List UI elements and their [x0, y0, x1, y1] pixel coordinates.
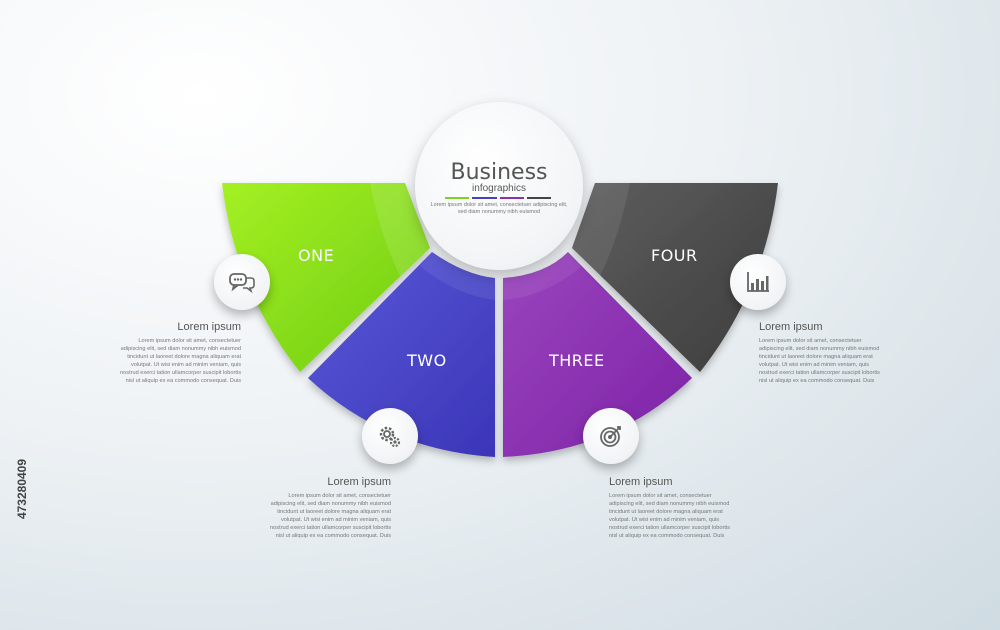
text-block-one-body: Lorem ipsum dolor sit amet, consectetuer…: [120, 338, 241, 384]
color-bar-three: [499, 197, 524, 199]
icon-circle-two: [362, 408, 418, 464]
text-block-two-body: Lorem ipsum dolor sit amet, consectetuer…: [270, 493, 391, 539]
text-block-two: Lorem ipsum Lorem ipsum dolor sit amet, …: [266, 476, 391, 540]
text-block-three: Lorem ipsum Lorem ipsum dolor sit amet, …: [609, 476, 734, 540]
segment-two: [308, 252, 495, 457]
color-bar-one: [445, 197, 470, 199]
stock-watermark-id: 473280409: [14, 374, 30, 604]
chat-bubbles-icon: [229, 273, 255, 293]
gears-icon: [379, 426, 401, 448]
text-block-one: Lorem ipsum Lorem ipsum dolor sit amet, …: [116, 321, 241, 385]
segment-four-label: FOUR: [651, 246, 698, 265]
target-icon: [600, 426, 621, 447]
center-title: Business: [450, 160, 548, 185]
segment-four-highlight: [572, 183, 630, 276]
center-subtitle: infographics: [472, 183, 526, 194]
text-block-four-body: Lorem ipsum dolor sit amet, consectetuer…: [759, 338, 880, 384]
segment-three-label: THREE: [549, 351, 605, 370]
segment-one: [222, 183, 430, 372]
icon-circle-four: [730, 254, 786, 310]
text-block-three-title: Lorem ipsum: [609, 476, 673, 488]
text-block-four-title: Lorem ipsum: [759, 321, 823, 333]
text-block-three-body: Lorem ipsum dolor sit amet, consectetuer…: [609, 493, 730, 539]
color-bar-four: [526, 197, 551, 199]
segment-two-label: TWO: [407, 351, 447, 370]
text-block-two-title: Lorem ipsum: [327, 476, 391, 488]
text-block-four: Lorem ipsum Lorem ipsum dolor sit amet, …: [759, 321, 884, 385]
center-text: Lorem ipsum dolor sit amet, consectetuer…: [430, 202, 568, 215]
icon-circle-one: [214, 254, 270, 310]
center-circle: Business infographics Lorem ipsum dolor …: [415, 102, 583, 270]
segment-one-label: ONE: [298, 246, 335, 265]
text-block-one-title: Lorem ipsum: [177, 321, 241, 333]
segment-two-highlight: [420, 252, 495, 300]
segment-three-highlight: [503, 252, 582, 300]
icon-circle-three: [583, 408, 639, 464]
segment-three: [503, 252, 692, 457]
color-bar-two: [472, 197, 497, 199]
segment-one-highlight: [370, 183, 430, 276]
segment-four: [572, 183, 778, 372]
stock-id-text: 473280409: [15, 458, 29, 520]
center-color-bars: [445, 197, 551, 200]
bar-chart-icon: [747, 272, 769, 292]
